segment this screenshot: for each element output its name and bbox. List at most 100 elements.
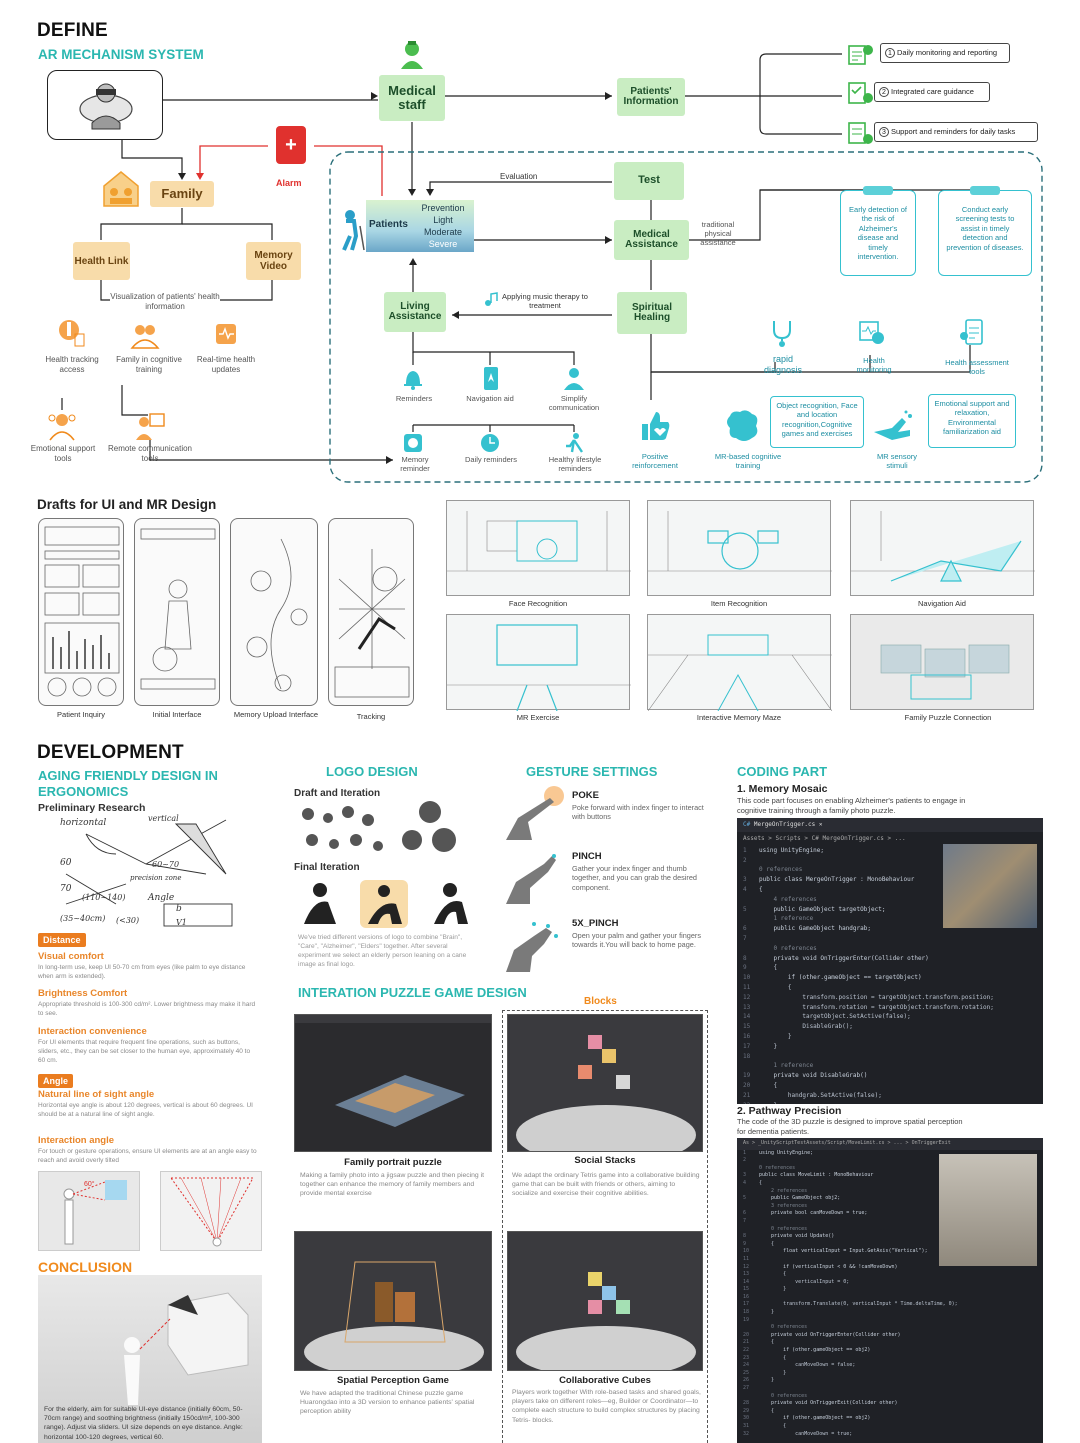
memory-mosaic-text: This code part focuses on enabling Alzhe… [737,796,966,815]
code-line: 17 } [743,1042,778,1050]
distance-tag: Distance [38,933,86,947]
doctor-icon [401,41,423,69]
health-tracking-icon [55,318,85,348]
level-moderate: Moderate [423,227,463,237]
sketch-label-v1: V1 [176,918,187,927]
code-line: 19 private void DisableGrab() [743,1072,868,1080]
code-line: 8 private void Update() [743,1233,835,1240]
code-tab-label: MergeOnTrigger.cs [753,821,816,828]
test-label: Test [638,174,660,187]
positive-reinforcement-label: Positive reinforcement [632,452,678,470]
support-tool-label-1: Emotional support tools [30,444,96,463]
code-line: 14 verticalInput = 0; [743,1278,850,1285]
code-line: 24 canMoveDown = false; [743,1362,856,1369]
standing-person-angle-illustration [63,1180,127,1245]
angle-photo-2 [160,1171,262,1251]
game-title-collaborative-cubes: Collaborative Cubes [559,1375,651,1386]
rapid-diagnosis-label: rapid diagnosis [763,354,803,375]
code-line: 2 [743,1157,747,1164]
emotional-relaxation-text: Emotional support and relaxation, Enviro… [934,399,1010,437]
sketch-label-precision-zone: precision zone [130,874,182,882]
family-box: Family [150,181,214,207]
monitoring-label: Integrated care guidance [891,87,974,96]
health-monitoring-label: Health monitoring [856,356,892,374]
phone-sketch-tracking [328,518,414,706]
screening-text: Conduct early screening tests to assist … [946,205,1024,252]
phone-caption-3: Memory Upload Interface [233,710,319,719]
code-line: 20 { [743,1081,778,1089]
item-title-interaction-convenience: Interaction convenience [38,1026,147,1037]
code-line: 0 references [759,866,803,874]
elderly-patient-icon [338,208,368,252]
family-tool-label-1: Health tracking access [45,355,99,374]
code-line: 0 references [759,944,817,952]
item-text-interaction-convenience: For UI elements that require frequent fi… [38,1039,251,1064]
logo-design-title: LOGO DESIGN [326,764,418,779]
code-line: 4{ [743,885,763,893]
mr-sketch-family-puzzle [850,614,1034,710]
object-recognition-card: Object recognition, Face and location re… [770,396,864,448]
code-line: 29 { [743,1407,775,1414]
mr-cognitive-label: MR-based cognitive training [714,452,782,470]
code-line: 21 { [743,1339,775,1346]
mr-caption-4: MR Exercise [516,713,560,722]
game-text-family-portrait: Making a family photo into a jigsaw puzz… [300,1172,485,1198]
section-title-development: DEVELOPMENT [37,742,184,763]
code-line: 14 targetObject.SetActive(false); [743,1013,911,1021]
family-tool-label-3: Real-time health updates [196,355,256,374]
game-render-spatial-perception [294,1231,492,1371]
pathway-precision-title: 2. Pathway Precision [737,1105,842,1117]
level-severe: Severe [428,239,458,249]
code-line: 13 transform.rotation = targetObject.tra… [743,1003,994,1011]
code-line: 10 float verticalInput = Input.GetAxis("… [743,1248,928,1255]
bell-icon [402,366,424,390]
code-line: 31 { [743,1422,787,1429]
conclusion-render: For the elderly, aim for suitable UI-eye… [38,1275,262,1443]
mr-sketch-item-recognition [647,500,832,596]
phone-sketch-initial-interface [134,518,220,706]
code-line: 11 [743,1255,750,1262]
conclusion-title: CONCLUSION [38,1259,133,1275]
section-title-define: DEFINE [37,20,108,41]
coding-part-title: CODING PART [737,764,828,779]
lifestyle-icon [562,432,586,454]
stethoscope-icon [768,318,796,348]
code-line: 6 private bool canMoveDown = true; [743,1210,868,1217]
code-line: 32 canMoveDown = true; [743,1430,853,1437]
drafts-title: Drafts for UI and MR Design [37,497,217,512]
applying-music-text: Applying music therapy to treatment [502,292,588,310]
code-editor-merge-on-trigger: C# MergeOnTrigger.cs ✕ Assets > Scripts … [737,818,1043,1104]
family-tool-label-2: Family in cognitive training [116,355,182,374]
memory-mosaic-title: 1. Memory Mosaic [737,783,828,795]
item-title-line-of-sight: Natural line of sight angle [38,1089,155,1100]
code-line: 5 public GameObject obj2; [743,1195,841,1202]
code-line: 7 [743,934,747,942]
alarm-icon: + [276,126,306,164]
code-breadcrumb-2: As > _UnityScriptTestAssets/Script/MoveL… [737,1138,1043,1150]
mr-sketch-mr-exercise [446,614,631,712]
game-text-spatial-perception: We have adapted the traditional Chinese … [300,1390,475,1416]
code-line: 23 { [743,1354,787,1361]
phone-wireframe-2 [140,528,216,690]
living-item-label-2: Navigation aid [466,394,514,403]
music-icon [484,292,498,306]
code-tab[interactable]: C# MergeOnTrigger.cs ✕ [737,818,1043,832]
memory-video-box: Memory Video [246,242,301,280]
aging-friendly-title: AGING FRIENDLY DESIGN IN ERGONOMICS [38,768,218,799]
early-detection-text: Early detection of the risk of Alzheimer… [849,205,907,261]
code-line: 27 [743,1385,750,1391]
daily-tasks-icon [846,120,876,146]
communication-icon [562,366,586,392]
code-line: 9 { [743,964,778,972]
code-line: 7 [743,1217,747,1224]
monitoring-number: 2 [879,87,889,97]
living-bottom-label-3: Healthy lifestyle reminders [548,455,602,473]
phone-sketch-patient-inquiry [38,518,124,706]
health-link-box: Health Link [73,242,130,280]
medical-assistance-label: Medical Assistance [625,228,678,250]
logo-variant-final-icon [360,880,408,928]
